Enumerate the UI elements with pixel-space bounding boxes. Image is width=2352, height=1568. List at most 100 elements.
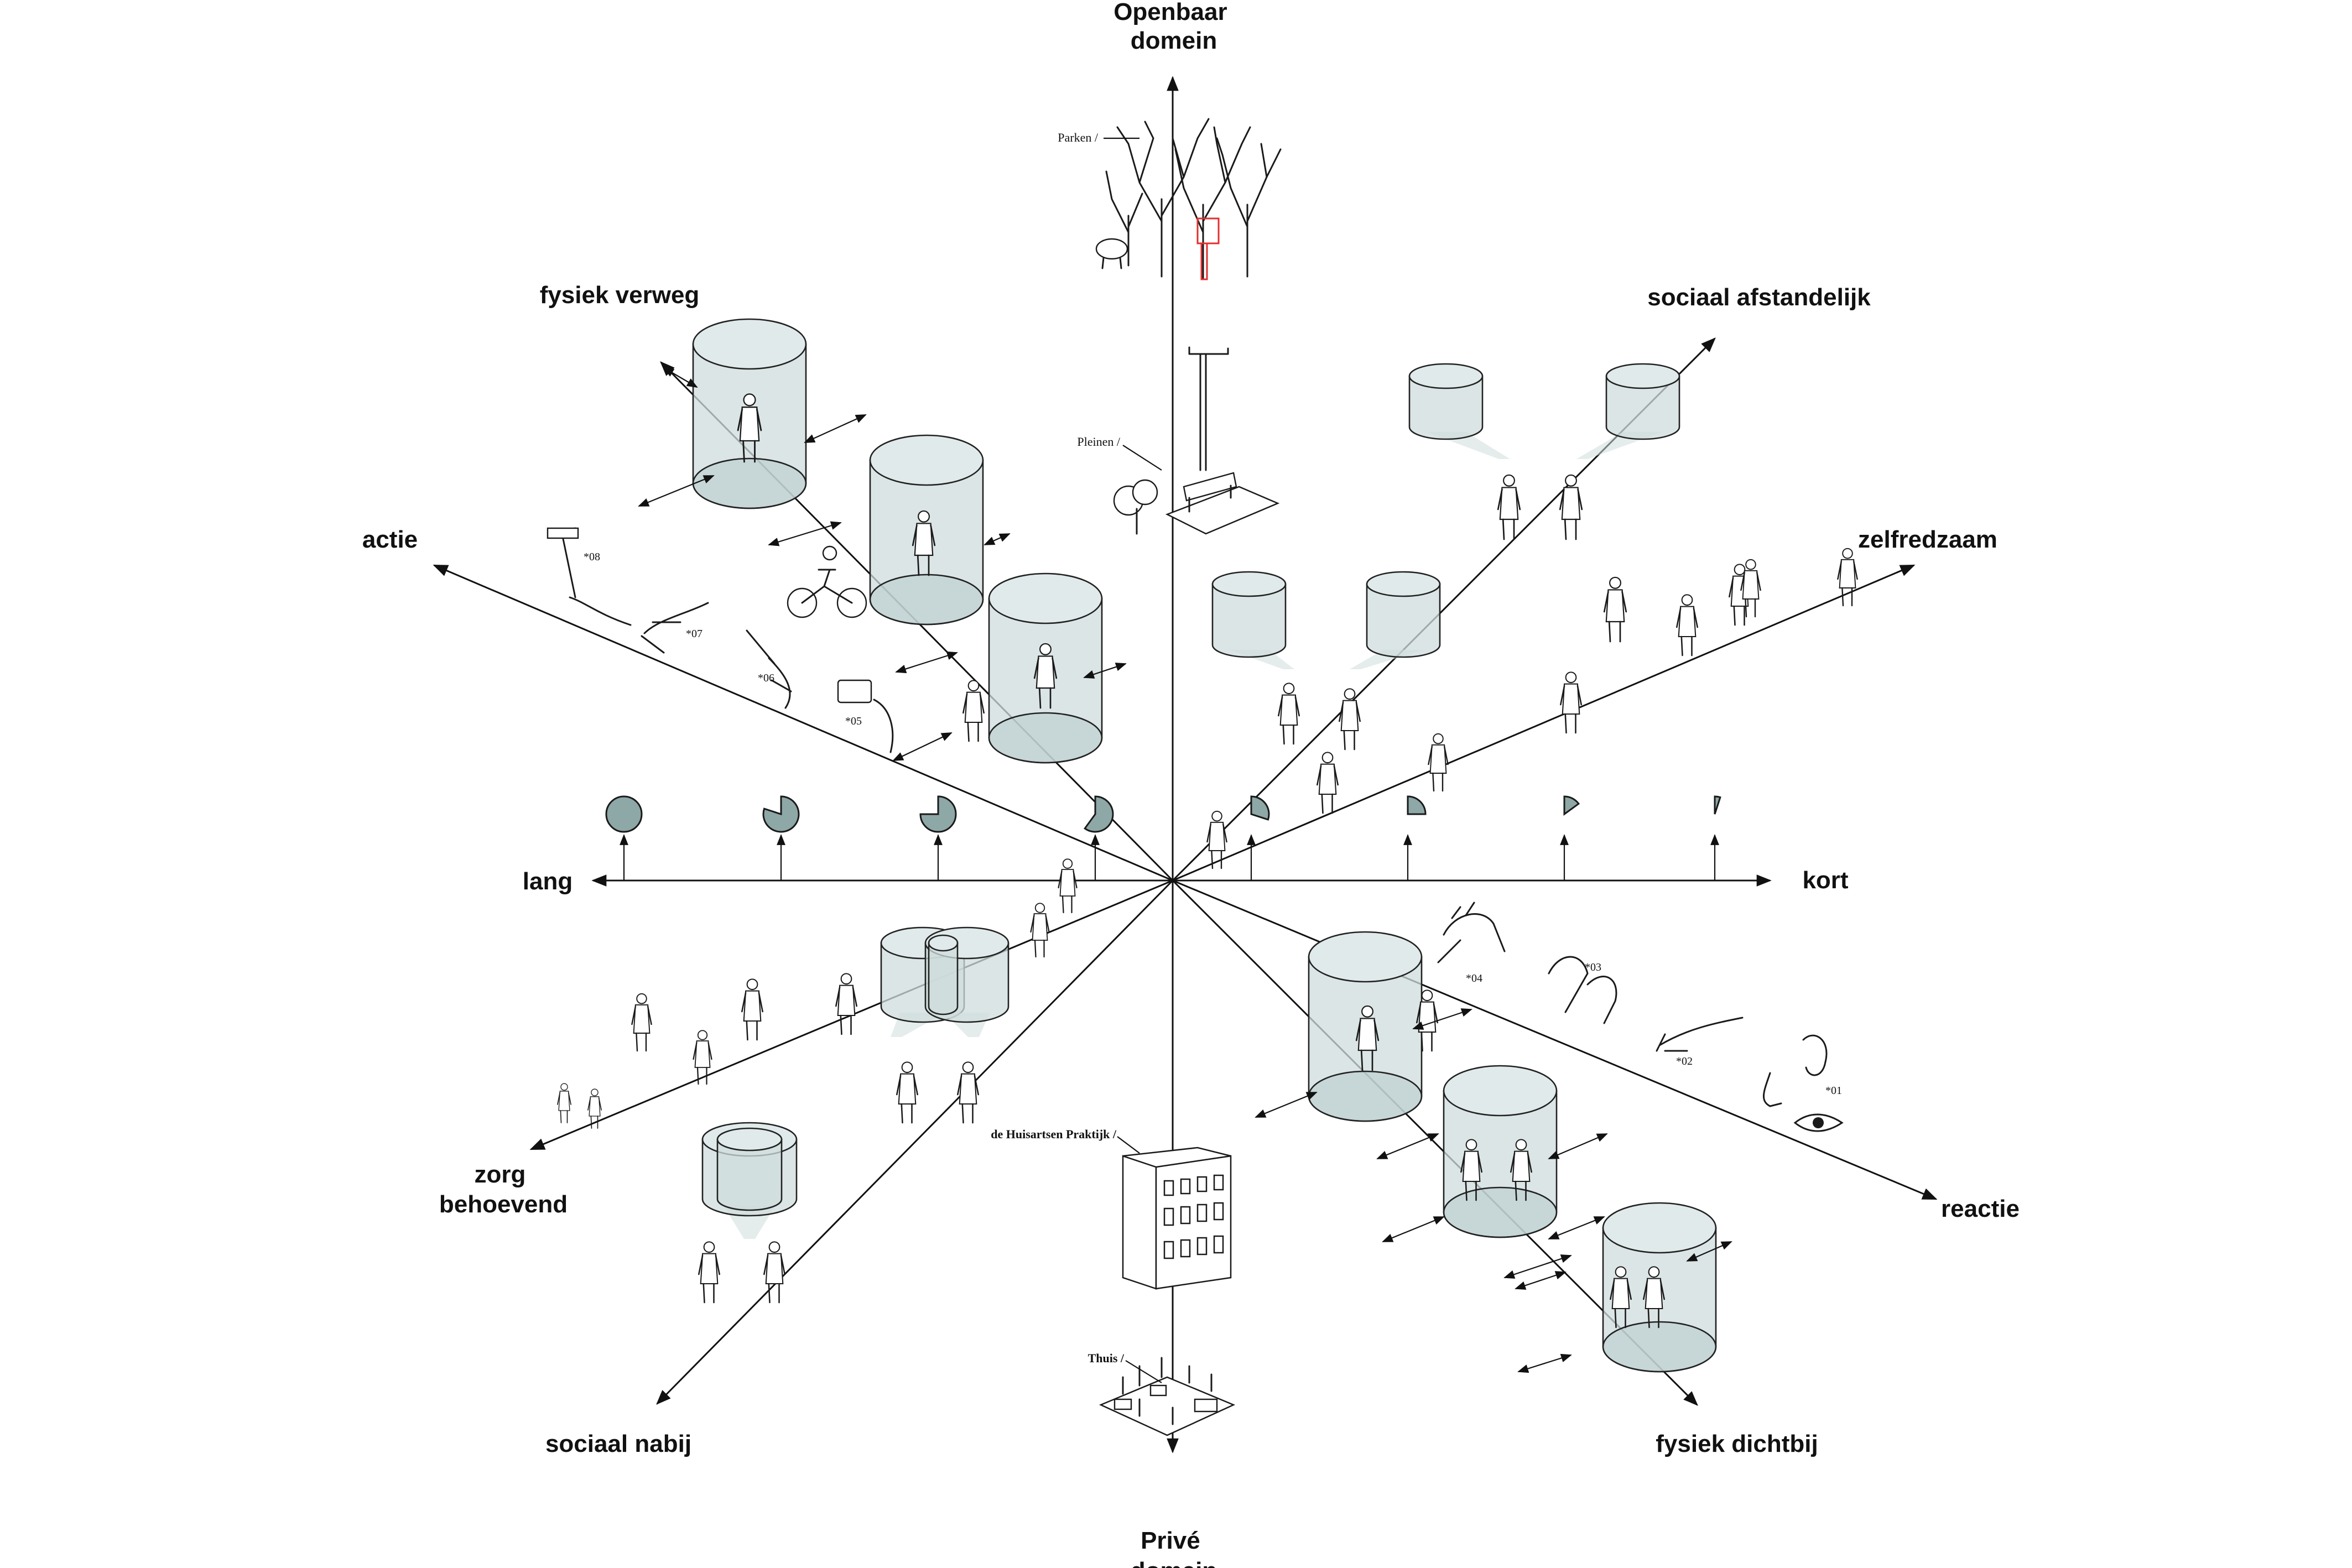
tool-hand-icon: *06 — [746, 629, 792, 709]
interaction-bubble — [928, 934, 959, 1015]
person-figure — [631, 993, 652, 1052]
movement-arrow — [1515, 1271, 1567, 1290]
ear-nose-eye-icon: *01 — [1762, 1034, 1844, 1132]
person-figure — [1355, 1005, 1380, 1071]
note-a08: *08 — [584, 551, 600, 563]
movement-arrow — [895, 651, 958, 674]
note-a07: *07 — [686, 628, 703, 640]
note-a05: *05 — [845, 715, 862, 727]
person-figure — [741, 978, 763, 1041]
axis-socially-close — [656, 879, 1174, 1405]
movement-arrow — [1376, 1133, 1439, 1160]
movement-arrow — [984, 533, 1011, 546]
label-physically-close: fysiek dichtbij — [1656, 1430, 1818, 1457]
squares-illustration: Pleinen / — [1077, 346, 1280, 535]
writing-hand-icon: *02 — [1656, 1017, 1744, 1067]
person-figure — [1510, 1139, 1532, 1201]
axis-self-reliant — [1172, 564, 1916, 882]
interaction-bubble — [1408, 363, 1510, 459]
person-figure — [1033, 643, 1058, 709]
label-parks: Parken / — [1058, 131, 1099, 144]
home-illustration: Thuis / — [1088, 1351, 1236, 1436]
person-figure — [835, 973, 857, 1035]
movement-arrow — [1548, 1133, 1608, 1160]
person-figure — [698, 1241, 720, 1304]
movement-arrow — [1517, 1353, 1572, 1373]
note-s04: *04 — [1466, 972, 1482, 984]
person-figure — [1559, 474, 1583, 540]
duration-pie — [1250, 795, 1270, 821]
axis-action — [433, 564, 1173, 882]
note-s03: *03 — [1585, 961, 1601, 973]
label-care-needing: zorg behoevend — [439, 1161, 568, 1218]
person-figure — [1317, 752, 1339, 814]
person-figure — [693, 1030, 712, 1085]
parks-illustration: Parken / — [1058, 118, 1282, 280]
person-figure — [1497, 474, 1521, 540]
hands-gesture-icon: *03 — [1548, 956, 1617, 1024]
duration-pie — [1084, 795, 1114, 833]
house-facade-icon — [1122, 1147, 1232, 1290]
label-physically-far: fysiek verweg — [540, 282, 700, 309]
sheep — [1095, 238, 1128, 260]
movement-arrow — [804, 414, 867, 444]
interaction-bubble — [1211, 571, 1294, 669]
label-private-domain: Privé domein — [1131, 1527, 1217, 1568]
person-figure — [1030, 903, 1050, 958]
person-figure — [1428, 733, 1449, 792]
senses-illustrations: *04 *03 *02 *01 — [1437, 902, 1844, 1132]
movement-arrow — [1412, 1008, 1472, 1030]
person-figure — [1603, 576, 1627, 643]
interaction-bubble — [1308, 931, 1423, 1122]
label-home: Thuis / — [1088, 1351, 1125, 1365]
interaction-bubble — [1576, 363, 1680, 459]
hand-wave-icon: *04 — [1437, 902, 1506, 984]
person-figure — [1643, 1266, 1665, 1329]
interaction-bubble — [1350, 571, 1441, 669]
label-practice: de Huisartsen Praktijk / — [991, 1127, 1117, 1141]
interaction-bubble — [1443, 1065, 1558, 1238]
duration-pie — [919, 795, 957, 833]
label-socially-distant: sociaal afstandelijk — [1647, 284, 1871, 311]
movement-arrow — [638, 475, 715, 507]
movement-arrow — [1503, 1254, 1572, 1279]
label-public-domain: Openbaar domein — [1113, 0, 1234, 54]
note-a06: *06 — [758, 672, 774, 684]
practice-illustration: de Huisartsen Praktijk / — [991, 1127, 1232, 1290]
label-short: kort — [1802, 867, 1848, 894]
movement-arrow — [1255, 1091, 1318, 1118]
interaction-bubble — [1602, 1202, 1717, 1373]
person-figure — [912, 510, 936, 576]
movement-arrow — [1382, 1216, 1445, 1243]
note-s01: *01 — [1825, 1085, 1842, 1097]
label-squares: Pleinen / — [1077, 435, 1120, 449]
label-long: lang — [523, 868, 573, 895]
movement-arrow — [1686, 1241, 1732, 1262]
label-self-reliant: zelfredzaam — [1858, 526, 1997, 553]
person-figure — [1460, 1139, 1482, 1201]
label-socially-close: sociaal nabij — [545, 1430, 691, 1457]
movement-arrow — [892, 732, 953, 761]
person-figure — [1560, 671, 1582, 734]
movement-arrow — [1548, 1216, 1605, 1240]
movement-arrow — [1083, 663, 1127, 679]
interaction-bubble — [988, 572, 1103, 764]
axis-labels: Openbaar domein Privé domein lang kort f… — [362, 0, 2020, 1568]
trees-and-sheep-icon — [1095, 118, 1282, 280]
duration-pie — [1407, 795, 1427, 815]
label-reaction: reactie — [1941, 1195, 2020, 1222]
movement-arrows — [638, 367, 1732, 1373]
bicycle-icon — [787, 545, 867, 618]
people — [557, 393, 1858, 1329]
person-figure — [1610, 1266, 1632, 1329]
person-figure — [1278, 683, 1300, 745]
park-sign — [1196, 217, 1220, 244]
movement-arrow — [663, 367, 698, 388]
isometric-home-icon — [1099, 1357, 1236, 1436]
label-action: actie — [362, 526, 418, 553]
person-figure — [896, 1061, 918, 1124]
person-figure — [1676, 594, 1698, 657]
hammer-hand-icon: *08 — [547, 527, 632, 626]
person-figure — [1058, 858, 1078, 914]
